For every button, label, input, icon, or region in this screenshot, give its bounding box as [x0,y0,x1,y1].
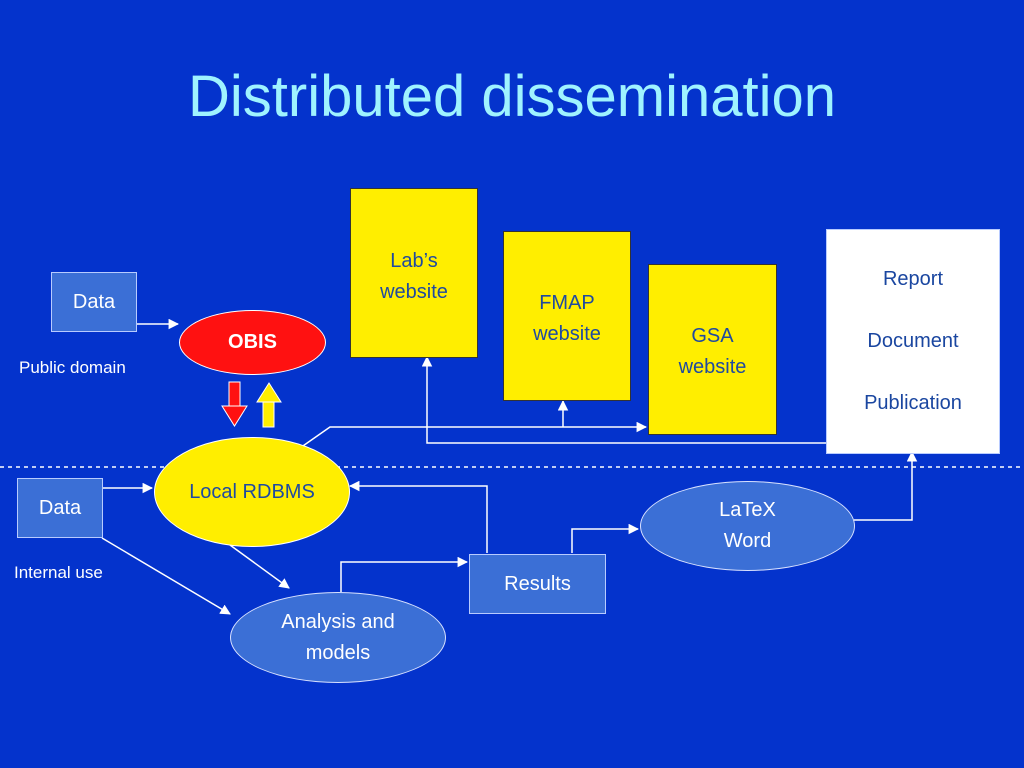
fmap-website-label: FMAP website [533,292,601,345]
slide-title: Distributed dissemination [188,64,836,129]
lab-website-box: Lab’s website [350,188,478,358]
latex-to-report-connector [854,450,918,521]
internal-data-box: Data [17,478,103,538]
results-to-rdbms-connector [348,480,488,553]
rdbms-to-websites-connector [299,421,648,449]
obis-to-rdbms-import-arrow [256,382,282,428]
gsa-website-label: GSA website [678,325,747,378]
report-document-publication-box: Report Document Publication [826,229,1000,454]
local-rdbms-node: Local RDBMS [154,437,350,547]
results-to-latex-connector [571,523,640,553]
obis-label: OBIS [228,331,277,353]
latex-word-node: LaTeX Word [640,481,855,571]
public-data-label: Data [72,290,116,313]
lab-website-label: Lab’s website [380,250,448,303]
report-to-lab-website-connector [421,355,826,444]
internal-use-label: Internal use [14,563,103,582]
report-document-publication-label: Report Document Publication [864,268,962,414]
rdbms-to-analysis-connector [229,544,290,589]
local-rdbms-label: Local RDBMS [189,480,315,503]
latex-word-label: LaTeX Word [719,499,776,552]
internal-data-to-analysis-connector [101,537,231,615]
analysis-to-results-connector [340,556,469,592]
internal-data-label: Data [38,496,82,519]
obis-node: OBIS [179,310,326,375]
analysis-models-label: Analysis and models [281,610,395,664]
results-box: Results [469,554,606,614]
fmap-website-box: FMAP website [503,231,631,401]
public-domain-label: Public domain [19,358,126,377]
analysis-models-node: Analysis and models [230,592,446,683]
rdbms-to-obis-export-arrow [221,381,248,427]
public-data-box: Data [51,272,137,332]
results-label: Results [504,572,571,595]
gsa-website-box: GSA website [648,264,777,435]
